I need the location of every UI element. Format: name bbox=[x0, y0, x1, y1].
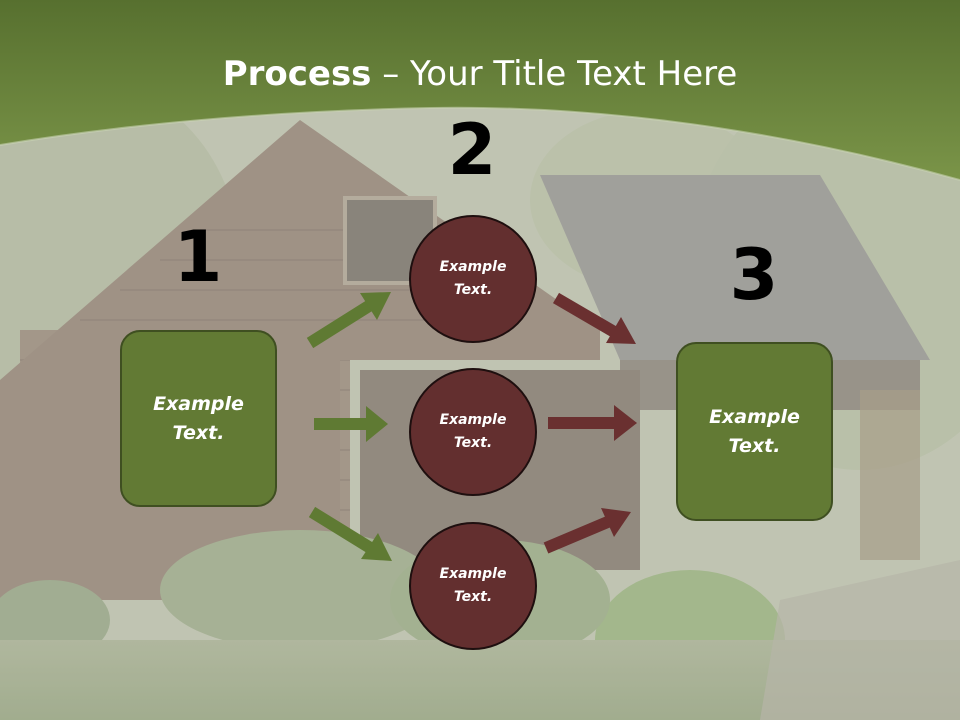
title-bold: Process bbox=[222, 54, 372, 94]
circle-middle-label: Example Text. bbox=[439, 412, 507, 451]
circle-top: Example Text. bbox=[409, 215, 537, 343]
step-1-box: Example Text. bbox=[120, 330, 277, 507]
step-number-3: 3 bbox=[729, 234, 779, 316]
arrow-from-middle-circle bbox=[548, 405, 637, 441]
slide-title: Process – Your Title Text Here bbox=[0, 52, 960, 96]
step-number-2: 2 bbox=[447, 109, 497, 191]
arrow-to-bottom-circle bbox=[308, 506, 392, 561]
arrow-from-top-circle bbox=[552, 292, 636, 344]
arrow-from-bottom-circle bbox=[543, 508, 631, 554]
step-3-box: Example Text. bbox=[676, 342, 833, 521]
circle-top-label: Example Text. bbox=[439, 259, 507, 298]
step-number-1: 1 bbox=[173, 216, 223, 298]
step-1-label: Example Text. bbox=[153, 392, 244, 444]
title-rest: – Your Title Text Here bbox=[371, 54, 738, 94]
circle-bottom: Example Text. bbox=[409, 522, 537, 650]
circle-middle: Example Text. bbox=[409, 368, 537, 496]
arrow-to-top-circle bbox=[306, 292, 391, 349]
circle-bottom-label: Example Text. bbox=[439, 566, 507, 605]
arrow-to-middle-circle bbox=[314, 406, 388, 442]
step-3-label: Example Text. bbox=[709, 405, 800, 457]
